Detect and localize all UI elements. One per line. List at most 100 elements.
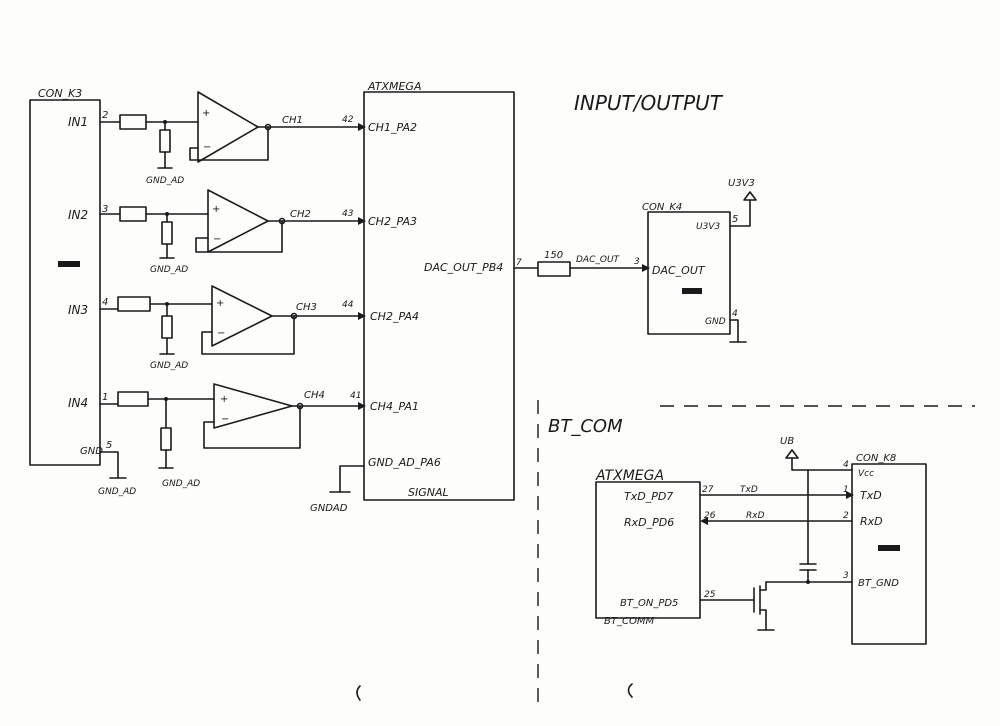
input-channel-1: GND_AD + − CH1 42	[99, 91, 366, 186]
bt-mcu-footer-label: BT_COMM	[604, 616, 654, 627]
dac-series-resistor	[537, 261, 571, 277]
gnd-ad-label-ch3: GND_AD	[150, 361, 188, 371]
gnd-ad-label-conk3: GND_AD	[98, 487, 136, 497]
net-label-ch1: CH1	[282, 115, 303, 126]
page-edge-mark-right	[627, 683, 633, 698]
bt-txd-num: 27	[702, 485, 714, 495]
page-edge-mark-left	[356, 685, 361, 701]
svg-text:−: −	[217, 328, 225, 339]
con-k4-dac-pin: DAC_OUT	[652, 264, 706, 277]
connector-key-mark	[878, 545, 900, 551]
pin-num-ch3: 44	[342, 300, 354, 310]
svg-text:+: +	[202, 108, 210, 119]
opamp-buffer-2	[207, 189, 269, 253]
dac-con-pin-num: 3	[634, 257, 640, 267]
con-k4-gnd-pin: GND	[705, 317, 726, 327]
mcu-pin-gnd: GND_AD_PA6	[368, 456, 441, 469]
atxmega-main-label: ATXMEGA	[367, 80, 421, 93]
filter-capacitor-1	[159, 129, 171, 153]
bt-signal-wiring: 27 TxD 26 RxD UB 25	[699, 436, 854, 631]
svg-text:−: −	[221, 414, 229, 425]
atxmega-footer-label: SIGNAL	[408, 486, 449, 499]
filter-capacitor-3	[161, 315, 173, 339]
input-channel-3: GND_AD + − CH3 44	[99, 285, 366, 371]
con-k8-pin-btgnd: BT_GND	[858, 578, 899, 589]
pin-num-in4: 1	[102, 392, 108, 403]
pin-label-in3: IN3	[68, 303, 88, 317]
bt-mcu-pin-on: BT_ON_PD5	[620, 598, 678, 609]
con-k4-supply-num: 5	[732, 214, 738, 225]
supply-arrow-u3v3	[743, 191, 757, 201]
supply-arrow-ub	[785, 449, 799, 459]
bt-section-title: BT_COM	[548, 416, 623, 437]
connector-con-k3: CON_K3 IN1 IN2 IN3 IN4 GND 2 3 4 1 5 GND…	[29, 87, 136, 497]
gnd-ad-label-ch2: GND_AD	[150, 265, 188, 275]
net-label-ch2: CH2	[290, 209, 311, 220]
con-k8-num-rxd: 2	[843, 511, 849, 521]
input-channel-4: GND_AD + − CH4 41	[99, 383, 366, 489]
mcu-pin-dac: DAC_OUT_PB4	[424, 261, 503, 274]
gnd-ad-label-ch4: GND_AD	[162, 479, 200, 489]
u3v3-supply-label: U3V3	[728, 178, 755, 189]
mcu-pin-ch4: CH4_PA1	[370, 400, 419, 413]
input-resistor-3	[117, 296, 151, 312]
bt-txd-net: TxD	[740, 485, 758, 495]
dac-resistor-value: 150	[544, 250, 563, 261]
connector-key-mark	[58, 261, 80, 267]
pin-num-in2: 3	[102, 204, 108, 215]
svg-text:−: −	[203, 142, 211, 153]
pin-num-ch2: 43	[342, 209, 354, 219]
atxmega-signal-block: ATXMEGA CH1_PA2 CH2_PA3 CH2_PA4 CH4_PA1 …	[310, 80, 515, 514]
gnd-ad-label-ch1: GND_AD	[146, 176, 184, 186]
mcu-pin-ch1: CH1_PA2	[368, 121, 417, 134]
pin-num-in3: 4	[102, 297, 108, 308]
ub-supply-label: UB	[780, 436, 794, 447]
con-k8-pin-vcc: Vcc	[858, 469, 874, 479]
bt-rxd-net: RxD	[746, 511, 765, 521]
svg-text:−: −	[213, 234, 221, 245]
mcu-pin-ch3: CH2_PA4	[370, 310, 419, 323]
gndad-net-label: GNDAD	[310, 503, 348, 514]
bt-rxd-num: 26	[704, 511, 716, 521]
connector-con-k4: CON_K4 U3V3 DAC_OUT GND 5 U3V3 4	[642, 178, 757, 343]
pin-num-ch1: 42	[342, 115, 354, 125]
con-k8-label: CON_K8	[856, 453, 896, 464]
bt-atxmega-label: ATXMEGA	[595, 468, 664, 484]
con-k8-pin-rxd: RxD	[860, 515, 883, 528]
con-k4-gnd-num: 4	[732, 309, 738, 319]
bt-on-num: 25	[704, 590, 716, 600]
filter-capacitor-4	[160, 427, 172, 451]
opamp-buffer-4	[213, 383, 293, 429]
svg-text:+: +	[216, 298, 224, 309]
connector-con-k8: CON_K8 Vcc TxD RxD BT_GND 4 1 2 3	[843, 453, 927, 645]
connector-key-mark	[682, 288, 702, 294]
con-k8-num-vcc: 4	[843, 460, 849, 470]
bt-mcu-pin-txd: TxD_PD7	[624, 490, 673, 503]
opamp-buffer-3	[211, 285, 273, 347]
input-channel-2: GND_AD + − CH2 43	[99, 189, 366, 275]
bt-mcu-pin-rxd: RxD_PD6	[624, 516, 674, 529]
con-k3-label: CON_K3	[38, 87, 82, 100]
pin-label-in1: IN1	[68, 115, 88, 129]
con-k8-pin-txd: TxD	[860, 489, 882, 502]
svg-text:+: +	[220, 394, 228, 405]
net-label-ch3: CH3	[296, 302, 317, 313]
con-k8-num-btgnd: 3	[843, 571, 849, 581]
dac-pin-num: 7	[516, 258, 522, 268]
net-label-ch4: CH4	[304, 390, 325, 401]
con-k4-label: CON_K4	[642, 202, 682, 213]
dac-net-label: DAC_OUT	[576, 255, 621, 265]
con-k4-supply-pin: U3V3	[696, 222, 720, 232]
mcu-pin-ch2: CH2_PA3	[368, 215, 417, 228]
bt-atxmega-block: ATXMEGA TxD_PD7 RxD_PD6 BT_ON_PD5 BT_COM…	[595, 468, 701, 627]
input-resistor-1	[119, 114, 147, 130]
pin-label-in2: IN2	[68, 208, 88, 222]
dac-output-path: 7 150 DAC_OUT 3	[513, 250, 650, 277]
pin-label-in4: IN4	[68, 396, 88, 410]
opamp-buffer-1	[197, 91, 259, 163]
pin-num-gnd: 5	[106, 440, 112, 451]
io-section-title: INPUT/OUTPUT	[574, 91, 724, 115]
con-k8-num-txd: 1	[843, 485, 849, 495]
